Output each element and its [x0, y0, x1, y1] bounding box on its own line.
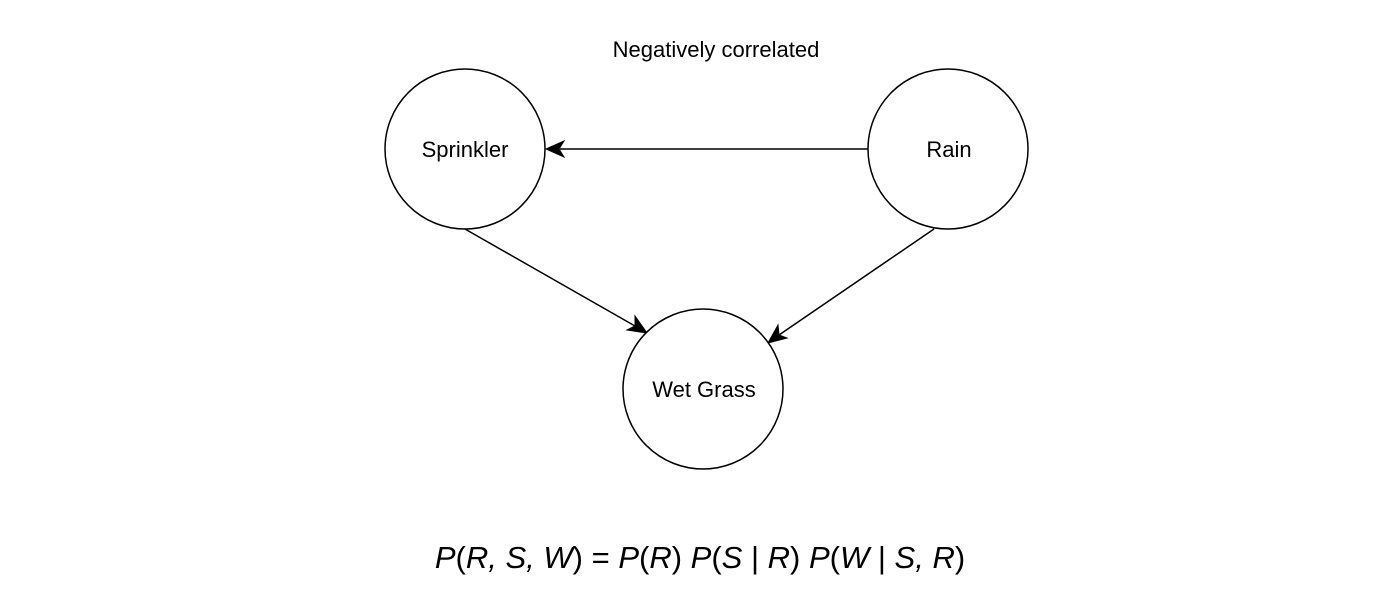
node-label-wet-grass: Wet Grass	[652, 377, 756, 402]
formula-lhs-s: S	[505, 540, 527, 575]
edge-rain-to-wet-grass	[766, 228, 935, 344]
node-circle	[622, 308, 784, 470]
arrow-head	[544, 139, 566, 159]
node-label-rain: Rain	[926, 137, 971, 162]
formula-equals: =	[582, 540, 619, 575]
edge-annotation-label: Negatively correlated	[613, 37, 820, 62]
formula-t3-w: W	[839, 540, 870, 575]
formula-t3-sep: ,	[915, 540, 933, 575]
node-rain: Rain	[867, 68, 1029, 230]
formula-lhs-sep1: ,	[488, 540, 506, 575]
edge-sprinkler-to-wet-grass	[464, 228, 649, 334]
formula-lhs-close: )	[572, 540, 583, 575]
formula-t2-bar: |	[742, 540, 768, 575]
formula-t2-s: S	[721, 540, 743, 575]
formula-lhs-fn: P	[434, 540, 456, 575]
formula-t3-open: (	[829, 540, 840, 575]
arrow-head	[625, 314, 649, 334]
formula-lhs-w: W	[543, 540, 573, 575]
formula-t1-r: R	[649, 540, 672, 575]
edge-line	[778, 228, 935, 336]
edge-line	[464, 228, 636, 327]
formula-lhs-r: R	[465, 540, 489, 575]
formula-t1-open: (	[639, 540, 650, 575]
formula-t2-fn: P	[690, 540, 712, 575]
formula-t2-r: R	[767, 540, 791, 575]
formula-t3-bar: |	[869, 540, 895, 575]
arrow-head	[766, 323, 789, 344]
node-label-sprinkler: Sprinkler	[422, 137, 509, 162]
joint-probability-formula: P(R, S, W) = P(R) P(S | R) P(W | S, R)	[0, 533, 1400, 583]
formula-t2-open: (	[711, 540, 722, 575]
node-wet-grass: Wet Grass	[622, 308, 784, 470]
formula-lhs-sep2: ,	[526, 540, 544, 575]
formula-t3-s: S	[894, 540, 916, 575]
node-sprinkler: Sprinkler	[384, 68, 546, 230]
node-circle	[867, 68, 1029, 230]
formula-lhs-open: (	[455, 540, 466, 575]
formula-t1-close: )	[671, 540, 691, 575]
formula-t3-close: )	[954, 540, 966, 575]
node-circle	[384, 68, 546, 230]
formula-t3-fn: P	[808, 540, 830, 575]
formula-t2-close: )	[790, 540, 809, 575]
formula-t1-fn: P	[618, 540, 639, 575]
formula-t3-r: R	[932, 540, 955, 575]
edge-rain-to-sprinkler	[544, 139, 868, 159]
